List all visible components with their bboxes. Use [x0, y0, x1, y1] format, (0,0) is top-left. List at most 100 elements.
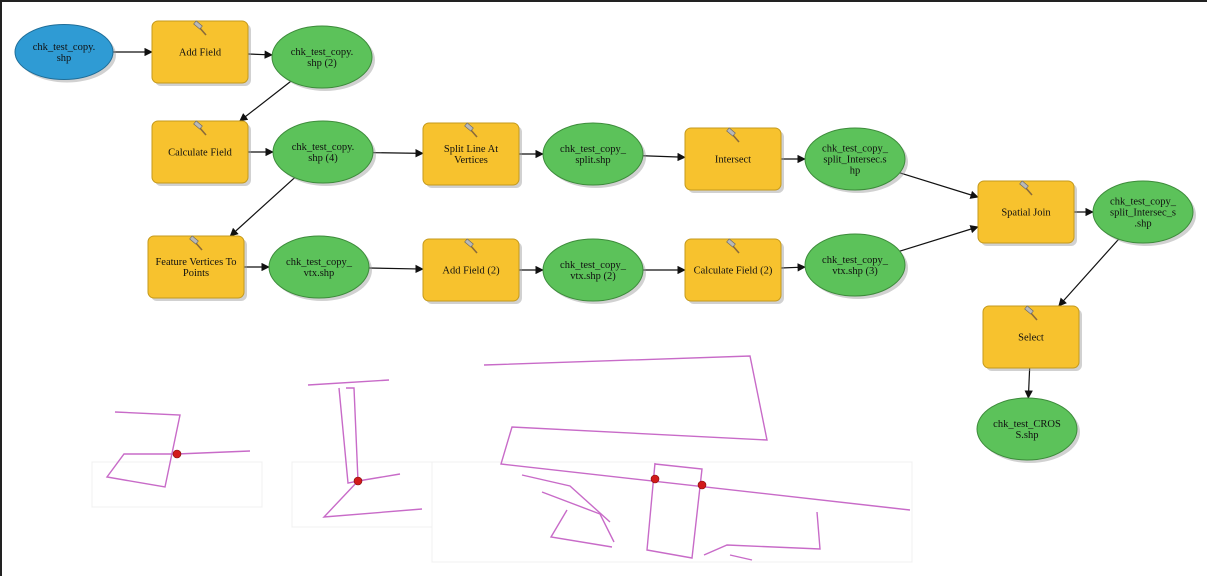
- connector-arrow-t9-d9: [1024, 367, 1033, 399]
- data-ellipse: [542, 238, 644, 302]
- hammer-icon: [726, 238, 740, 254]
- output-data-node-d7[interactable]: chk_test_copy_vtx.shp (3): [804, 233, 908, 299]
- hammer-icon: [726, 127, 740, 143]
- tool-box: [151, 120, 249, 184]
- intersection-point: [650, 474, 660, 484]
- output-data-node-d1[interactable]: chk_test_copy.shp (2): [271, 25, 375, 91]
- node-label: chk_test_copy_: [822, 255, 889, 266]
- connector-arrow-d3-t4: [642, 152, 686, 162]
- output-data-node-d4[interactable]: chk_test_copy_split_Intersec.shp: [804, 127, 908, 193]
- node-label: chk_test_copy_: [286, 257, 353, 268]
- tool-node-t7[interactable]: Calculate Field (2): [684, 238, 784, 304]
- tool-box: [977, 180, 1075, 244]
- output-data-node-d8[interactable]: chk_test_copy_split_Intersec_s.shp: [1092, 180, 1196, 246]
- output-data-node-d5[interactable]: chk_test_copy_vtx.shp: [268, 235, 372, 301]
- hammer-icon: [189, 235, 203, 251]
- tool-box: [684, 238, 782, 302]
- hammer-icon: [464, 238, 478, 254]
- data-ellipse: [804, 233, 906, 297]
- data-ellipse: [14, 24, 114, 80]
- tool-node-t4[interactable]: Intersect: [684, 127, 784, 193]
- tool-box: [982, 305, 1080, 369]
- tool-box: [147, 235, 245, 299]
- geometry-example-1: [105, 411, 251, 488]
- hammer-icon: [193, 120, 207, 136]
- node-label: .shp: [1134, 219, 1151, 230]
- tool-node-t1[interactable]: Add Field: [151, 20, 251, 86]
- node-label: shp (2): [307, 58, 337, 69]
- node-label: Add Field: [179, 48, 222, 59]
- hammer-icon: [193, 20, 207, 36]
- node-label: chk_test_copy.: [291, 47, 354, 58]
- intersection-point: [353, 476, 363, 486]
- data-ellipse: [976, 397, 1078, 461]
- node-label: chk_test_copy.: [292, 142, 355, 153]
- tool-node-t8[interactable]: Spatial Join: [977, 180, 1077, 246]
- node-label: Calculate Field (2): [694, 266, 773, 277]
- connector-arrow-d8-t9: [1058, 238, 1120, 307]
- data-ellipse: [272, 120, 374, 184]
- tool-box: [684, 127, 782, 191]
- node-label: chk_test_copy.: [33, 42, 96, 53]
- hammer-icon: [1024, 305, 1038, 321]
- node-label: Feature Vertices To: [155, 257, 236, 268]
- node-label: split_Intersec.s: [823, 155, 886, 166]
- polyline: [521, 474, 611, 523]
- connector-arrow-d2-t3: [372, 149, 424, 158]
- connector-arrow-d7-t8: [899, 225, 979, 252]
- polyline: [703, 511, 821, 556]
- hammer-icon: [464, 122, 478, 138]
- connector-layer: [113, 47, 1120, 399]
- node-label: shp: [57, 53, 72, 64]
- tool-node-t2[interactable]: Calculate Field: [151, 120, 251, 186]
- data-ellipse: [542, 122, 644, 186]
- polyline: [549, 509, 613, 548]
- polyline: [541, 491, 615, 543]
- node-label: chk_test_copy_: [1110, 197, 1177, 208]
- output-data-node-d3[interactable]: chk_test_copy_split.shp: [542, 122, 646, 188]
- connector-arrow-d2-t5: [229, 177, 296, 237]
- node-label: Calculate Field: [168, 148, 233, 159]
- geometry-panel-3: [431, 461, 913, 563]
- node-label: shp (4): [308, 153, 338, 164]
- polyline: [357, 473, 401, 482]
- node-label: Select: [1018, 333, 1044, 344]
- geometry-example-3: [483, 355, 911, 561]
- node-label: Add Field (2): [442, 266, 500, 277]
- node-label: chk_test_copy_: [560, 260, 627, 271]
- input-data-node-in0[interactable]: chk_test_copy.shp: [14, 24, 116, 83]
- node-label: split.shp: [575, 155, 610, 166]
- node-label: split_Intersec_s: [1110, 208, 1176, 219]
- data-ellipse: [268, 235, 370, 299]
- intersection-point: [697, 480, 707, 490]
- node-label: Vertices: [454, 155, 488, 166]
- connector-arrow-t1-d1: [247, 50, 273, 59]
- connector-arrow-d1-t2: [239, 80, 292, 122]
- tool-node-t6[interactable]: Add Field (2): [422, 238, 522, 304]
- geometry-panel-2: [291, 461, 433, 528]
- output-data-node-d2[interactable]: chk_test_copy.shp (4): [272, 120, 376, 186]
- connector-arrow-t7-d7: [780, 263, 806, 272]
- geometry-example-panels: [91, 461, 913, 563]
- node-label: Points: [183, 268, 209, 279]
- tool-node-t9[interactable]: Select: [982, 305, 1082, 371]
- tool-box: [422, 238, 520, 302]
- tool-box: [422, 122, 520, 186]
- tool-box: [151, 20, 249, 84]
- data-ellipse: [804, 127, 906, 191]
- node-label: Split Line At: [444, 144, 498, 155]
- polyline: [729, 554, 753, 561]
- intersection-point: [172, 449, 182, 459]
- geometry-example-2: [307, 379, 423, 518]
- output-data-node-d6[interactable]: chk_test_copy_vtx.shp (2): [542, 238, 646, 304]
- data-ellipse: [1092, 180, 1194, 244]
- hammer-icon: [1019, 180, 1033, 196]
- node-label: Intersect: [715, 155, 751, 166]
- node-label: chk_test_CROS: [993, 419, 1061, 430]
- polyline: [307, 379, 390, 386]
- geometry-panel-1: [91, 461, 263, 508]
